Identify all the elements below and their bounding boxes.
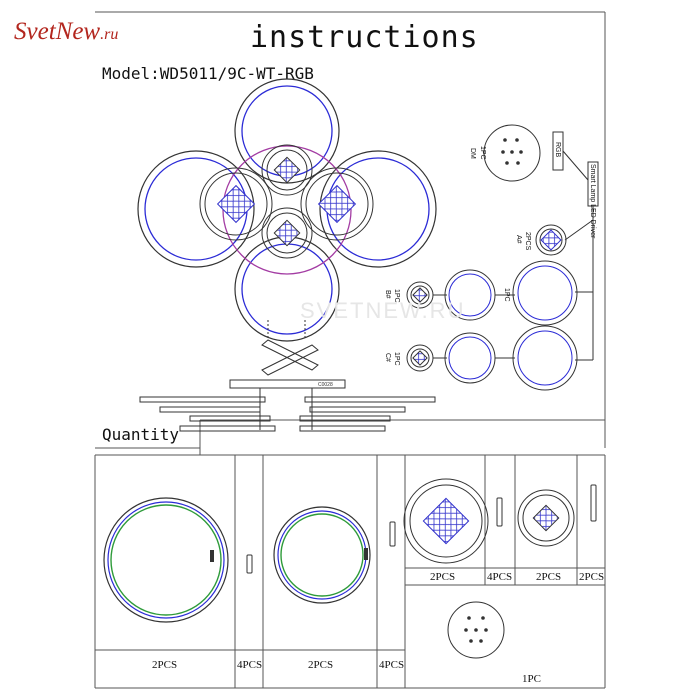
qty-cell-clip-3: 4PCS xyxy=(487,571,513,583)
ring-c-row xyxy=(406,325,578,391)
medallion-top xyxy=(261,144,313,196)
brand-logo-name: SvetNew xyxy=(14,18,101,45)
quantity-grid xyxy=(95,455,605,688)
qty-part-clip-4 xyxy=(590,484,597,522)
qty-cell-small-medallion: 2PCS xyxy=(536,571,562,583)
qty-part-large-medallion xyxy=(403,478,489,564)
top-view-rings xyxy=(137,78,437,342)
watermark: SVETNEW.RU xyxy=(300,298,466,323)
ring-b-row xyxy=(406,260,578,326)
qty-cell-large-ring: 2PCS xyxy=(152,659,178,671)
brand-logo: SvetNew.ru xyxy=(14,18,118,46)
driver-label: Smart Lamp LED Driver xyxy=(589,164,596,239)
model-number: Model:WD5011/9C-WT-RGB xyxy=(102,64,314,83)
qty-part-clip-3 xyxy=(496,497,503,527)
wiring-diagram xyxy=(406,124,599,391)
qty-part-remote xyxy=(447,601,505,659)
ring-join-qty-label: 1PC xyxy=(503,288,510,302)
qty-part-clip-1 xyxy=(246,554,253,574)
remote-label: DM xyxy=(469,148,476,159)
qty-part-medium-ring xyxy=(273,506,371,604)
qty-part-small-medallion xyxy=(517,489,575,547)
qty-cell-clip-4: 2PCS xyxy=(579,571,605,583)
ring-a-qty-label: 2PCS xyxy=(524,232,531,251)
page-title: instructions xyxy=(250,20,479,55)
qty-cell-remote: 1PC xyxy=(522,673,541,685)
medallion-right xyxy=(300,167,374,241)
qty-cell-large-medallion: 2PCS xyxy=(430,571,456,583)
remote-qty-label: 1PC xyxy=(479,146,486,160)
frame-lines xyxy=(94,11,606,689)
medallion-left xyxy=(199,167,273,241)
rgb-box-label: RGB xyxy=(554,142,561,158)
qty-part-clip-2 xyxy=(389,521,396,547)
ring-c-label: C# xyxy=(384,353,391,362)
remote-control xyxy=(483,124,541,182)
side-view-fixture: C0028 xyxy=(139,379,436,432)
quantity-heading: Quantity xyxy=(102,425,180,444)
frame-code-label: C0028 xyxy=(318,382,333,388)
mounting-bracket xyxy=(261,320,319,376)
qty-cell-clip-1: 4PCS xyxy=(237,659,263,671)
qty-cell-medium-ring: 2PCS xyxy=(308,659,334,671)
ring-c-qty-label: 1PC xyxy=(393,352,400,366)
medallion-bottom xyxy=(261,207,313,259)
brand-logo-suffix: .ru xyxy=(100,26,119,43)
ring-a-part xyxy=(535,224,567,256)
ring-a-label: A# xyxy=(515,235,522,244)
qty-cell-clip-2: 4PCS xyxy=(379,659,405,671)
qty-part-large-ring xyxy=(103,497,229,623)
